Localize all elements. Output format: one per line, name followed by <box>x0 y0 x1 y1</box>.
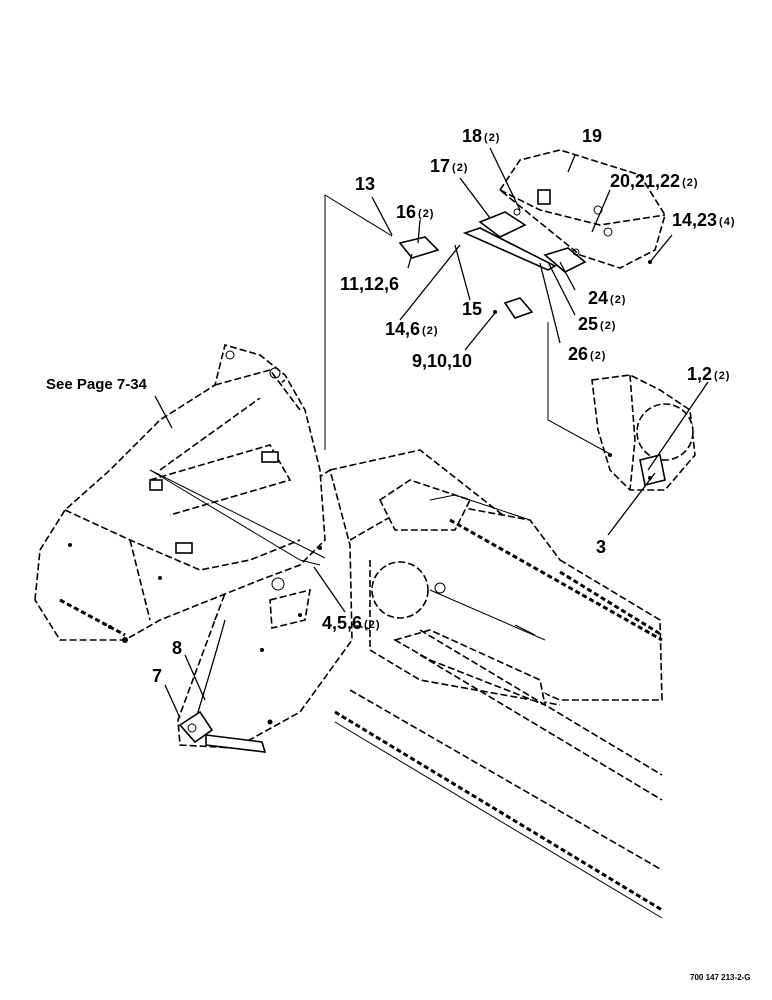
callout-labels: 19 18(2) 17(2) 20,21,22(2) 13 16(2) 14,2… <box>152 126 736 686</box>
assembly-centerlines <box>149 194 613 566</box>
callout-18: 18(2) <box>462 126 500 146</box>
callout-7: 7 <box>152 666 162 686</box>
see-page-reference: See Page 7-34 <box>46 376 148 393</box>
callout-15: 15 <box>462 299 482 319</box>
callout-11-12-6: 11,12,6 <box>340 274 399 294</box>
top-cover-assembly-drawing <box>398 149 666 319</box>
callout-1-2: 1,2(2) <box>687 364 730 384</box>
callout-3: 3 <box>596 537 606 557</box>
header-frame-drawing <box>329 449 663 919</box>
drawing-number: 700 147 213-2-G <box>690 973 751 982</box>
callout-26: 26(2) <box>568 344 606 364</box>
callout-24: 24(2) <box>588 288 626 308</box>
callout-25: 25(2) <box>578 314 616 334</box>
cover-shell-drawing <box>34 344 326 643</box>
callout-14-23: 14,23(4) <box>672 210 736 230</box>
callout-9-10-10: 9,10,10 <box>412 351 472 371</box>
leader-lines <box>154 147 709 719</box>
callout-16: 16(2) <box>396 202 434 222</box>
callout-19: 19 <box>582 126 602 146</box>
callout-8: 8 <box>172 638 182 658</box>
right-bracket-drawing <box>591 374 696 491</box>
callout-17: 17(2) <box>430 156 468 176</box>
callout-20-21-22: 20,21,22(2) <box>610 171 699 191</box>
callout-4-5-6: 4,5,6(2) <box>322 613 381 633</box>
callout-13: 13 <box>355 174 375 194</box>
callout-14-6: 14,6(2) <box>385 319 439 339</box>
